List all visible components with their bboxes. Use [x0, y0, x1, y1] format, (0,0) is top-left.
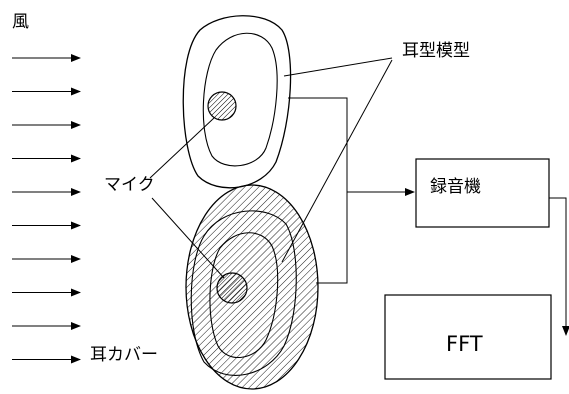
label-fft: FFT: [446, 332, 483, 356]
microphone-lower: [216, 272, 248, 304]
label-recorder: 録音機: [430, 177, 481, 197]
ear-model-covered: [185, 184, 319, 390]
label-wind: 風: [12, 12, 29, 32]
label-ear-model: 耳型模型: [402, 41, 470, 61]
ear-inner-fold-lower: [209, 232, 279, 359]
ear-outline-lower: [190, 210, 297, 376]
leader-mic-lower: [151, 197, 225, 279]
wind-arrows: [12, 54, 81, 364]
wire-lower-mic: [316, 192, 348, 284]
wire-upper-mic: [288, 97, 348, 192]
ear-model-upper: [182, 15, 292, 189]
wire-to-fft: [549, 197, 569, 336]
label-ear-cover: 耳カバー: [90, 345, 158, 365]
ear-inner-fold-upper: [202, 32, 278, 167]
fft-box: [384, 294, 552, 380]
leader-ear-model-lower: [281, 59, 393, 263]
leader-ear-model-upper: [283, 57, 393, 77]
microphone-upper: [207, 91, 237, 121]
ear-cover: [185, 184, 319, 390]
recorder-box: [415, 158, 550, 228]
ear-outline-upper: [182, 15, 292, 189]
label-microphone: マイク: [104, 175, 155, 195]
leader-mic-upper: [149, 117, 215, 179]
